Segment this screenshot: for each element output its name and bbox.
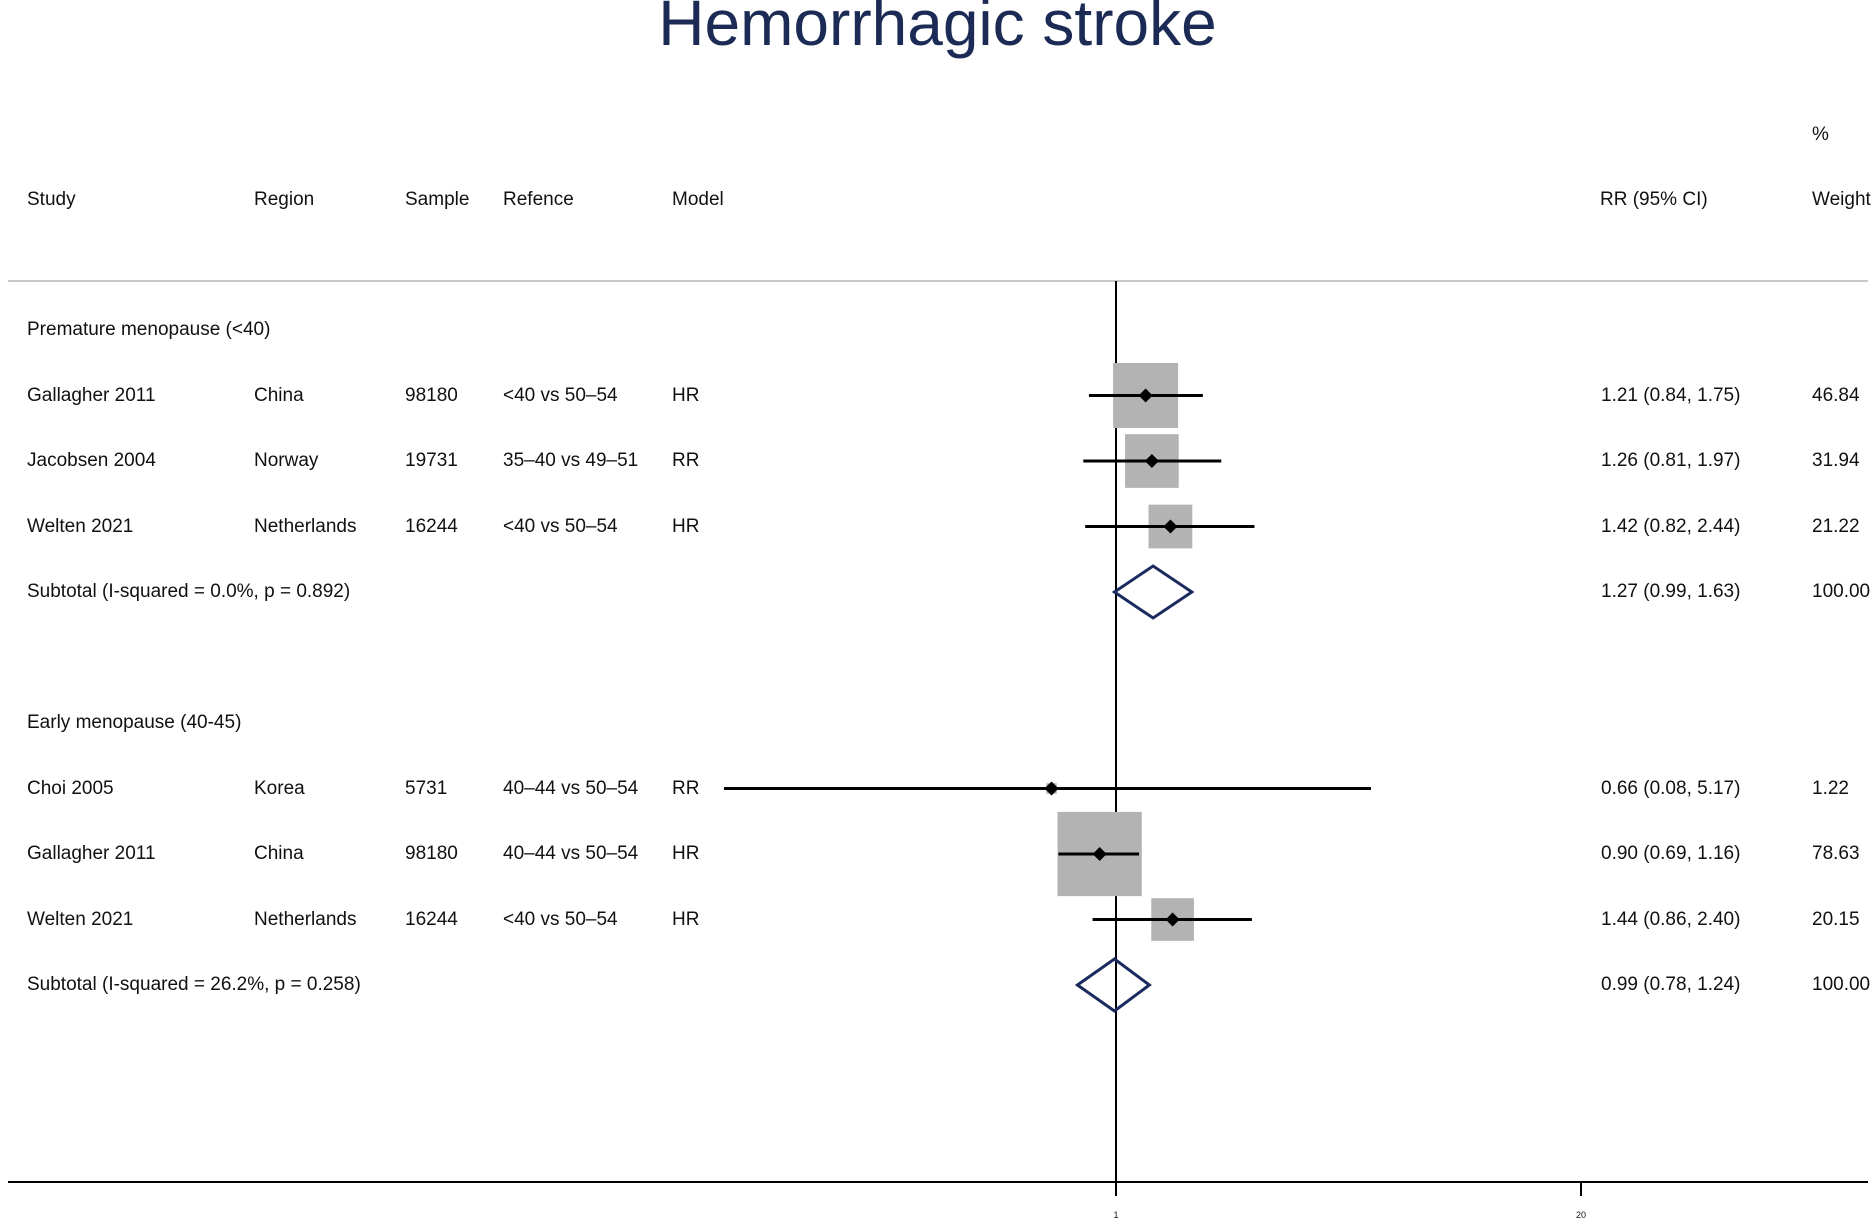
point-estimate	[1044, 781, 1059, 796]
study-reference: <40 vs 50–54	[503, 384, 618, 406]
subtotal-weight: 100.00	[1812, 974, 1871, 995]
point-estimate	[1165, 912, 1180, 927]
header-model: Model	[672, 189, 724, 210]
x-axis-ticks: 1 20	[1113, 1182, 1586, 1220]
study-name: Welten 2021	[27, 515, 134, 537]
study-region: Norway	[254, 450, 319, 471]
header-sample: Sample	[405, 189, 470, 210]
x-tick-label: 1	[1113, 1210, 1118, 1220]
point-estimate	[1144, 454, 1159, 468]
study-reference: 40–44 vs 50–54	[503, 843, 639, 864]
study-ci-text: 1.44 (0.86, 2.40)	[1601, 908, 1741, 930]
header-study: Study	[27, 189, 76, 210]
header-region: Region	[254, 189, 315, 210]
point-estimate	[1163, 519, 1178, 534]
study-weight: 46.84	[1812, 384, 1860, 406]
study-sample: 5731	[405, 777, 448, 799]
group-label: Early menopause (40-45)	[27, 712, 242, 733]
study-region: China	[254, 384, 304, 406]
study-model: HR	[672, 384, 700, 406]
study-weight: 78.63	[1812, 843, 1860, 864]
study-model: RR	[672, 450, 700, 471]
study-region: China	[254, 843, 304, 864]
study-name: Welten 2021	[27, 908, 134, 930]
study-ci-text: 1.21 (0.84, 1.75)	[1601, 384, 1741, 406]
study-model: HR	[672, 515, 700, 537]
header-weight-top: %	[1812, 124, 1829, 145]
study-region: Netherlands	[254, 908, 357, 930]
study-region: Korea	[254, 777, 305, 799]
study-sample: 98180	[405, 384, 458, 406]
study-sample: 19731	[405, 450, 458, 471]
point-estimate	[1138, 388, 1153, 403]
header-weight: Weight	[1812, 189, 1871, 210]
study-reference: <40 vs 50–54	[503, 515, 618, 537]
study-name: Gallagher 2011	[27, 843, 156, 864]
header-reference: Refence	[503, 189, 574, 210]
subtotal-ci-text: 0.99 (0.78, 1.24)	[1601, 974, 1741, 995]
study-weight: 31.94	[1812, 450, 1860, 471]
subtotal-label: Subtotal (I-squared = 26.2%, p = 0.258)	[27, 974, 361, 995]
study-ci-text: 0.66 (0.08, 5.17)	[1601, 777, 1741, 799]
study-name: Choi 2005	[27, 777, 114, 799]
subtotal-ci-text: 1.27 (0.99, 1.63)	[1601, 581, 1741, 602]
study-reference: 40–44 vs 50–54	[503, 777, 639, 799]
study-model: RR	[672, 777, 700, 799]
study-name: Jacobsen 2004	[27, 450, 156, 471]
x-tick-label: 20	[1576, 1210, 1586, 1220]
study-weight: 21.22	[1812, 515, 1860, 537]
subtotal-weight: 100.00	[1812, 581, 1871, 602]
study-model: HR	[672, 843, 700, 864]
study-ci-text: 0.90 (0.69, 1.16)	[1601, 843, 1741, 864]
study-name: Gallagher 2011	[27, 384, 156, 406]
study-reference: <40 vs 50–54	[503, 908, 618, 930]
point-estimate	[1092, 847, 1107, 861]
subtotal-diamond	[1074, 957, 1152, 1013]
study-sample: 16244	[405, 515, 458, 537]
subtotal-label: Subtotal (I-squared = 0.0%, p = 0.892)	[27, 581, 351, 602]
study-weight: 20.15	[1812, 908, 1860, 930]
study-sample: 98180	[405, 843, 458, 864]
forest-marks	[723, 362, 1372, 1013]
study-sample: 16244	[405, 908, 458, 930]
subtotal-diamond	[1111, 564, 1195, 620]
group-label: Premature menopause (<40)	[27, 319, 271, 340]
study-ci-text: 1.26 (0.81, 1.97)	[1601, 450, 1741, 471]
study-weight: 1.22	[1812, 777, 1849, 799]
header-rr: RR (95% CI)	[1600, 189, 1708, 210]
study-ci-text: 1.42 (0.82, 2.44)	[1601, 515, 1741, 537]
study-model: HR	[672, 908, 700, 930]
study-region: Netherlands	[254, 515, 357, 537]
study-reference: 35–40 vs 49–51	[503, 450, 639, 471]
chart-title: Hemorrhagic stroke	[658, 0, 1217, 59]
